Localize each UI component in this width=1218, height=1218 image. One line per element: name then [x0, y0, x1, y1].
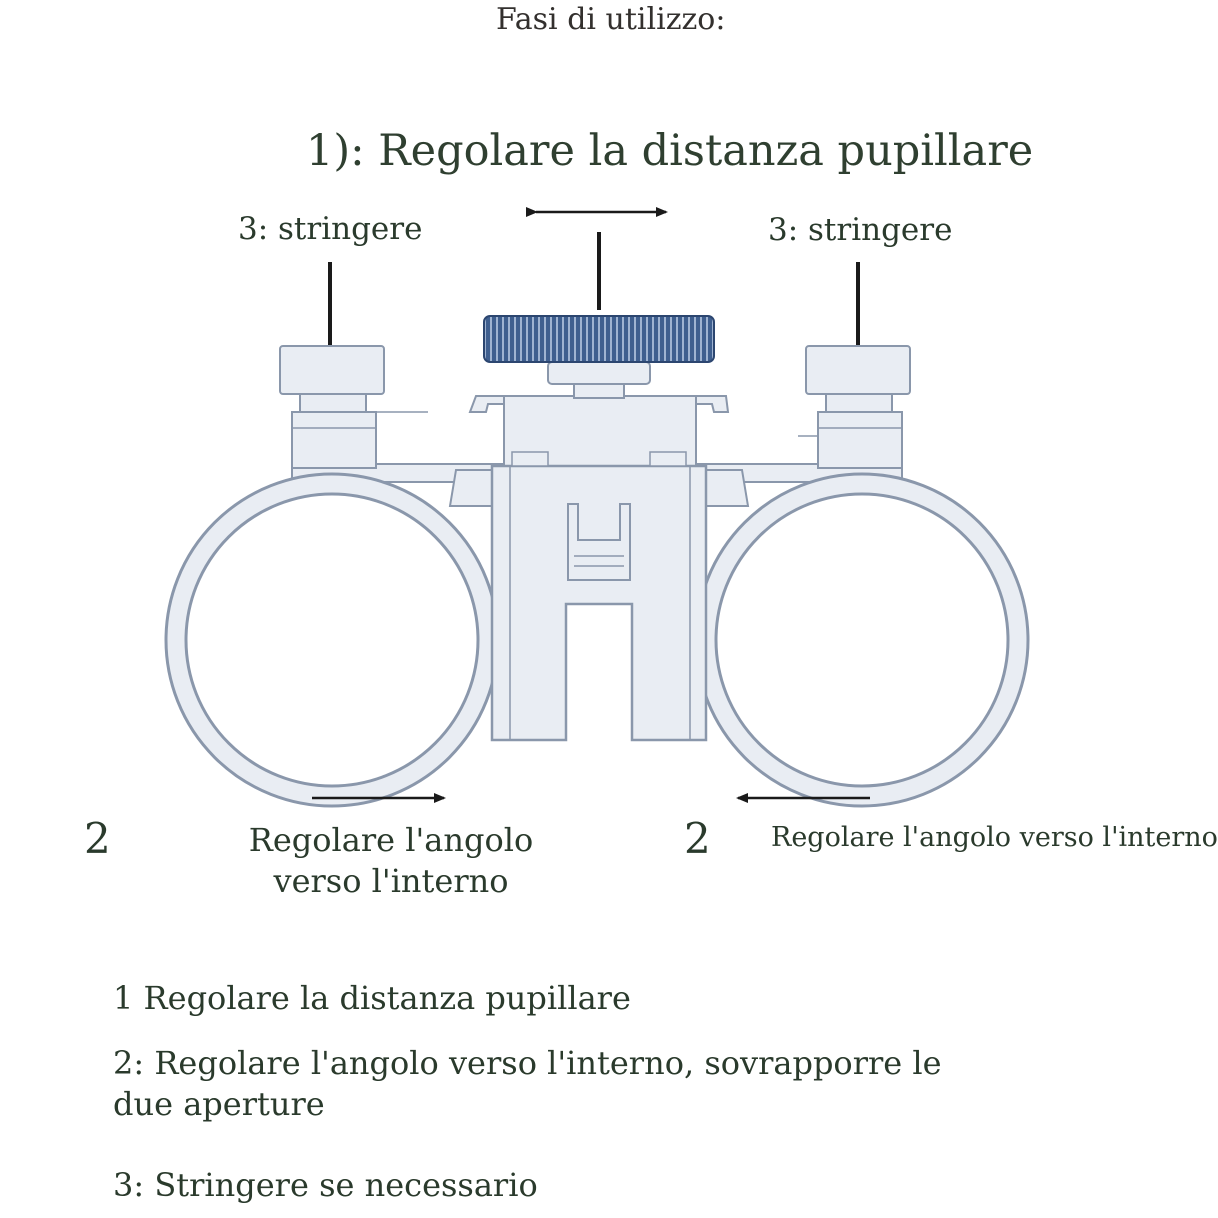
tighten-screw-right — [798, 345, 911, 469]
heading-adjust-pupillary-distance: 1): Regolare la distanza pupillare — [306, 126, 1034, 176]
label-step-number-right: 2 — [684, 814, 711, 863]
label-adjust-angle-right: Regolare l'angolo verso l'interno — [771, 822, 1218, 853]
label-tighten-right: 3: stringere — [768, 212, 953, 248]
step-1-text: 1 Regolare la distanza pupillare — [113, 979, 631, 1017]
lens-ring-left — [164, 472, 500, 808]
step-2-text: 2: Regolare l'angolo verso l'interno, so… — [113, 1044, 942, 1123]
label-step-number-left: 2 — [84, 814, 111, 863]
tighten-screw-left — [279, 345, 428, 469]
label-tighten-left: 3: stringere — [238, 211, 423, 247]
pupillary-adjust-knob-icon — [483, 315, 715, 399]
label-adjust-angle-left: Regolare l'angolo verso l'interno — [248, 821, 534, 900]
center-clip-body — [468, 395, 730, 742]
step-3-text: 3: Stringere se necessario — [113, 1166, 538, 1204]
page-title: Fasi di utilizzo: — [496, 2, 726, 37]
lens-ring-right — [694, 472, 1030, 808]
